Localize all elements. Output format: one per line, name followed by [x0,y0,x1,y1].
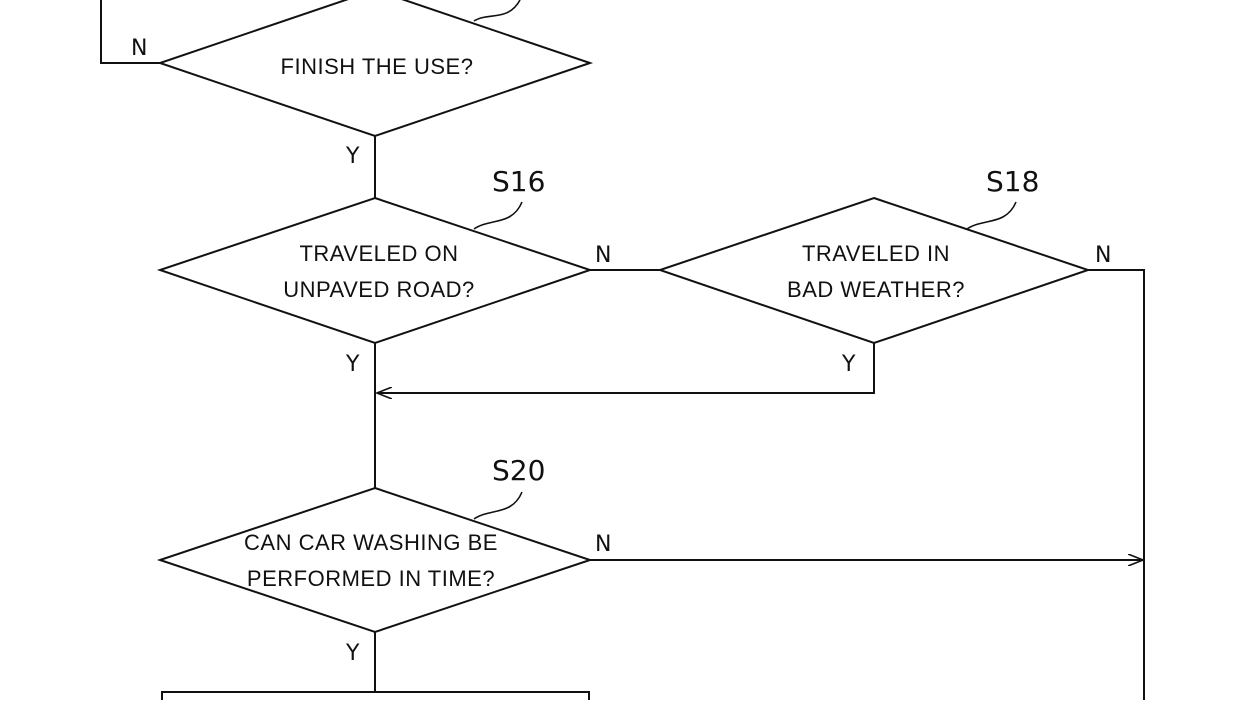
s18-step-label: S18 [986,165,1039,198]
s18-yes-label: Y [841,352,856,377]
s18-text-line-2: BAD WEATHER? [787,277,965,302]
s16-text-line-2: UNPAVED ROAD? [283,277,475,302]
s18-no-line [1088,269,1145,700]
s20-yes-label: Y [345,641,360,666]
s18-yes-line [377,343,875,393]
s18-no-label: N [1095,243,1111,268]
s18-text-line-1: TRAVELED IN [802,241,950,266]
traveled-in-bad-weather-decision [656,196,1092,345]
s20-text-line-2: PERFORMED IN TIME? [247,566,495,591]
s18-leader [966,201,1017,230]
car-washing-in-time-decision [156,486,594,634]
finish-text: FINISH THE USE? [281,54,474,79]
s20-text-line-1: CAN CAR WASHING BE [244,530,498,555]
s20-step-label: S20 [492,454,545,487]
s16-no-label: N [595,243,611,268]
finish-yes-label: Y [345,144,360,169]
s20-leader [473,491,523,520]
s16-text-line-1: TRAVELED ON [299,241,458,266]
s16-leader [473,201,523,230]
finish-no-label: N [131,36,147,61]
s16-yes-label: Y [345,352,360,377]
traveled-on-unpaved-road-decision [156,196,594,345]
loop-back-line [100,0,162,64]
s20-no-label: N [595,532,611,557]
next-process-box [161,691,590,700]
finish-leader [473,0,521,22]
s16-step-label: S16 [492,165,545,198]
